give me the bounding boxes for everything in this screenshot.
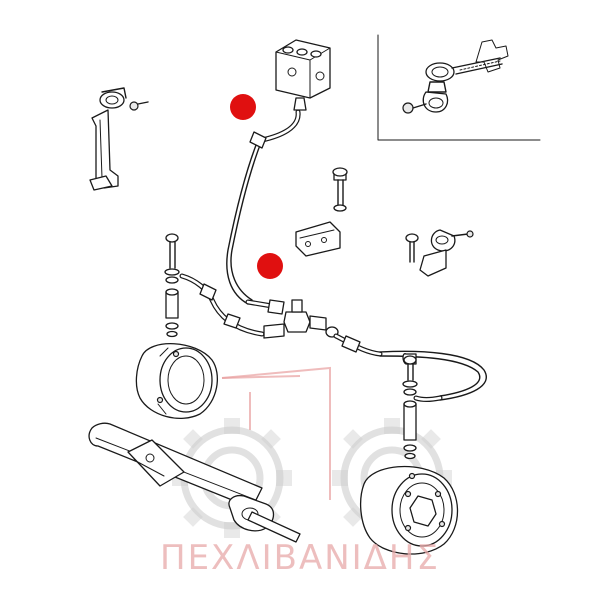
callout-markers bbox=[230, 94, 283, 279]
red-dot-marker-upper[interactable] bbox=[230, 94, 256, 120]
detail-inset-box bbox=[377, 34, 541, 141]
right-hub-housing bbox=[359, 465, 459, 555]
left-bolt-stack bbox=[164, 233, 180, 338]
right-clamp-bracket bbox=[405, 229, 474, 277]
left-mounting-bracket bbox=[89, 87, 149, 191]
right-bolt-stack bbox=[402, 355, 418, 460]
left-cylinder-housing bbox=[135, 343, 218, 419]
valve-block bbox=[275, 39, 331, 111]
watermark-tractor-outline bbox=[221, 366, 331, 500]
axle-shaft bbox=[88, 422, 301, 543]
left-hydraulic-hose bbox=[179, 273, 265, 337]
inset-clamp-assembly bbox=[402, 39, 509, 114]
red-dot-marker-lower[interactable] bbox=[257, 253, 283, 279]
center-bracket bbox=[295, 167, 348, 257]
upper-hydraulic-hose bbox=[226, 109, 301, 305]
tee-fitting bbox=[245, 299, 339, 339]
watermark-brand-text: ΠΕΧΛΙΒΑΝΙΔΗΣ bbox=[160, 538, 440, 578]
watermark-gear-left bbox=[172, 418, 292, 538]
